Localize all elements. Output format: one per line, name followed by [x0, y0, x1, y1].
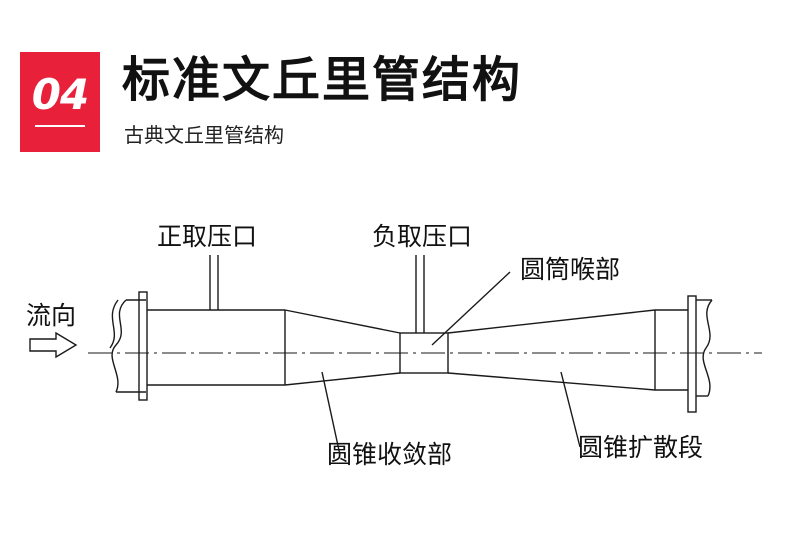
- convergent-cone-bottom: [284, 372, 401, 386]
- badge-underline: [35, 125, 85, 127]
- page-title: 标准文丘里管结构: [122, 52, 523, 108]
- convergent-leader: [321, 371, 341, 456]
- negative-tap-label: 负取压口: [372, 222, 472, 251]
- throat-label: 圆筒喉部: [520, 255, 620, 284]
- inlet-flange: [138, 291, 148, 401]
- outlet-pipe-break: [702, 299, 713, 397]
- inlet-pipe-break: [111, 299, 127, 393]
- throat-leader: [431, 271, 511, 346]
- section-number-badge: 04: [20, 52, 100, 152]
- divergent-label: 圆锥扩散段: [578, 433, 703, 462]
- divergent-leader: [560, 371, 581, 448]
- convergent-label: 圆锥收敛部: [327, 440, 452, 469]
- positive-tap-label: 正取压口: [157, 222, 257, 251]
- flow-arrow: [29, 331, 78, 359]
- page-subtitle: 古典文丘里管结构: [124, 123, 284, 147]
- section-number: 04: [31, 70, 89, 119]
- flow-label: 流向: [26, 301, 76, 330]
- outlet-flange: [687, 295, 697, 413]
- divergent-cone-bottom: [447, 372, 656, 391]
- inlet-pipe-break-2: [109, 299, 119, 349]
- convergent-cone-top: [284, 309, 401, 334]
- divergent-cone-top: [447, 309, 656, 334]
